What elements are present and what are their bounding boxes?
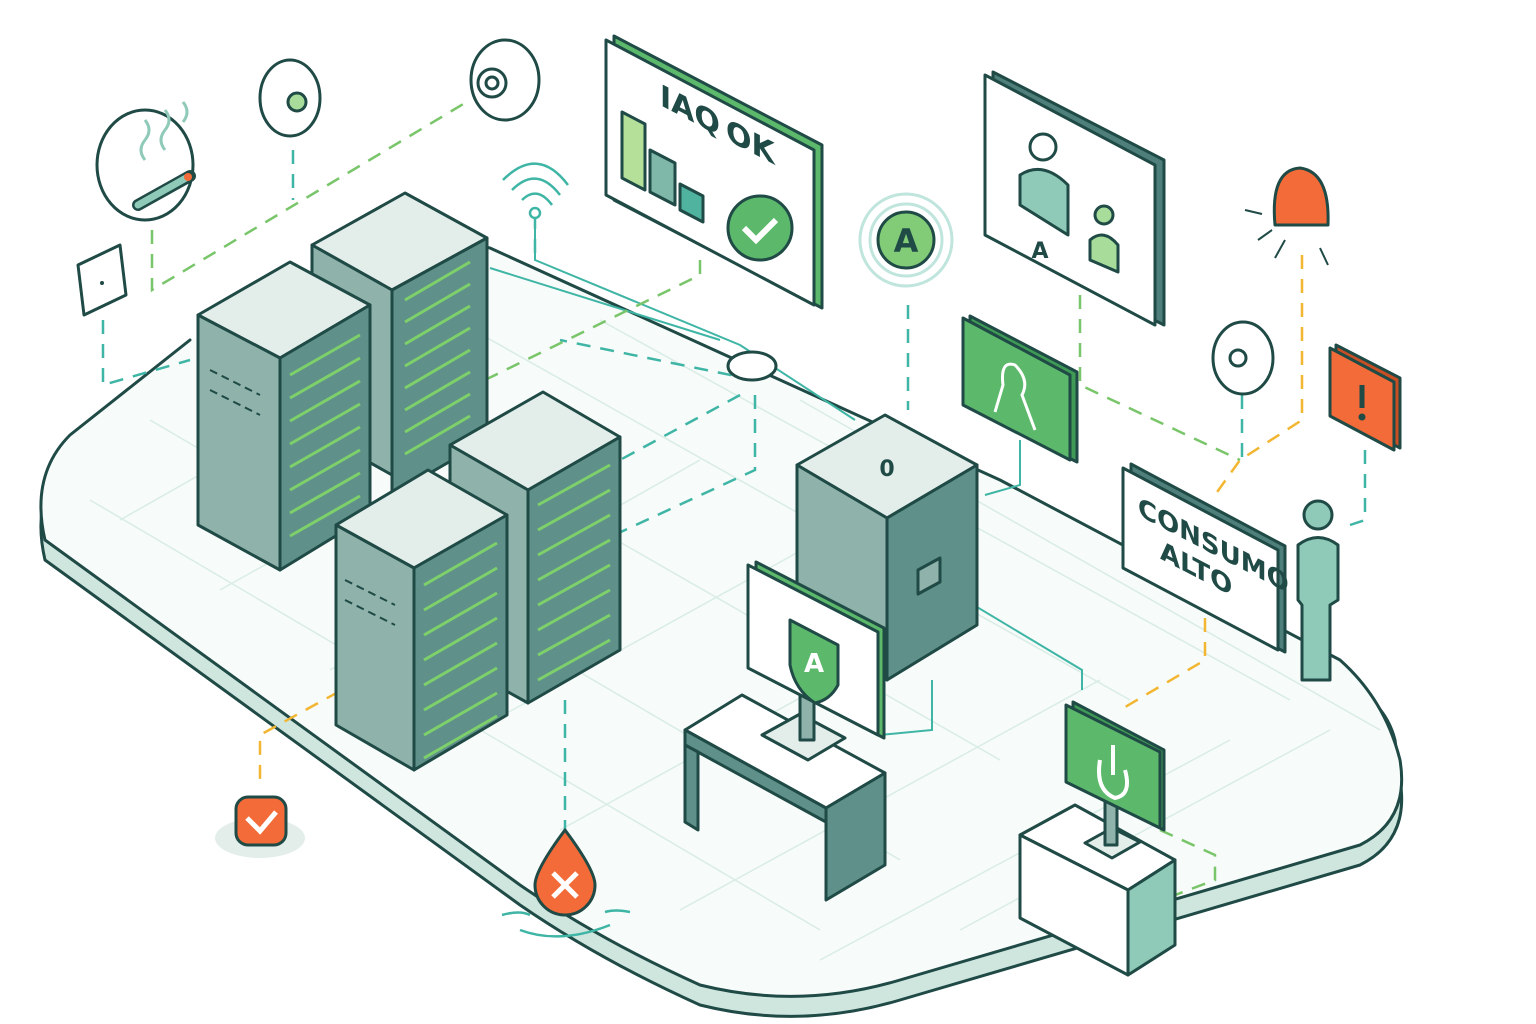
occupancy-screen: A <box>983 70 1166 327</box>
wifi-access-point-icon <box>502 162 569 220</box>
cabinet-label: 0 <box>879 457 894 482</box>
occupancy-label: A <box>1031 239 1048 264</box>
access-badge-label: A <box>894 222 919 260</box>
user-profile-panel <box>961 314 1079 464</box>
person-icon <box>1028 132 1058 162</box>
check-circle-icon <box>726 194 794 262</box>
power-terminal <box>1018 700 1177 977</box>
shield-label: A <box>804 649 824 679</box>
sensor-puck-icon <box>258 58 322 138</box>
power-icon <box>1097 745 1129 801</box>
server-rack-back-left <box>196 260 372 572</box>
warning-sign-icon <box>1328 343 1402 452</box>
network-hub <box>726 350 778 382</box>
person-figure <box>1296 499 1340 682</box>
alarm-siren-icon <box>1244 166 1330 266</box>
access-badge: A <box>858 192 954 288</box>
bar-chart-icon <box>620 110 647 192</box>
smoke-detector-icon <box>95 101 196 222</box>
server-rack-front-left <box>334 468 509 772</box>
desk <box>683 693 887 902</box>
door-contact-sensor-icon <box>76 243 128 317</box>
motion-sensor-icon <box>1211 320 1275 396</box>
temperature-sensor-icon <box>469 38 541 122</box>
water-leak-alert-icon <box>501 828 631 938</box>
silhouette-icon <box>993 362 1037 431</box>
temperature-alert-icon <box>215 795 305 858</box>
iaq-status-panel: IAQ OK <box>604 34 824 310</box>
network-links <box>101 98 1367 897</box>
security-monitor: A <box>746 560 886 762</box>
shield-icon <box>788 618 840 705</box>
